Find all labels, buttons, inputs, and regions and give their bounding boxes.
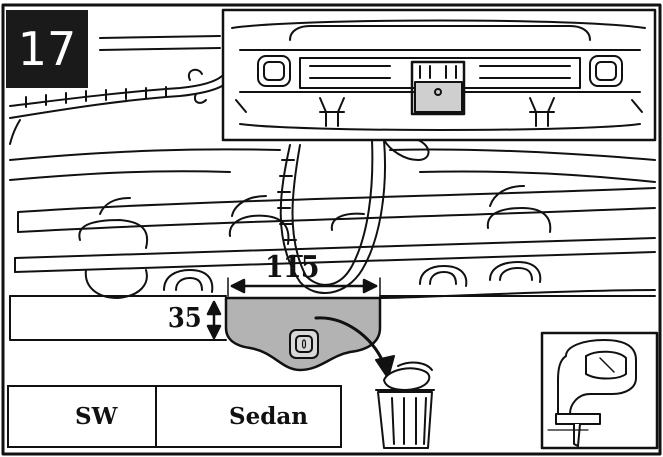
step-number-badge: 17: [6, 10, 88, 88]
legend-included-variant: Sedan: [157, 387, 342, 446]
legend-label-sw: SW: [75, 403, 118, 430]
jigsaw-icon: [540, 331, 659, 450]
trash-bin-icon: [375, 361, 435, 449]
diagram-frame: [1, 3, 662, 456]
height-dimension-label: 35: [167, 303, 202, 334]
cable-bundle-drawing: [277, 139, 430, 295]
width-dimension-arrow: [227, 277, 381, 297]
cut-out-piece: [224, 296, 382, 372]
legend-excluded-variant: SW: [9, 387, 157, 446]
variant-legend: SW Sedan: [7, 385, 342, 448]
width-dimension-label: 115: [264, 250, 320, 285]
inset-cut-area: [414, 81, 463, 113]
bumper-structure-drawing: [9, 148, 656, 341]
wire-harness-drawing: [9, 35, 223, 145]
inset-overview: [221, 8, 657, 142]
height-dimension-arrow: [206, 300, 222, 340]
legend-label-sedan: Sedan: [229, 403, 308, 430]
